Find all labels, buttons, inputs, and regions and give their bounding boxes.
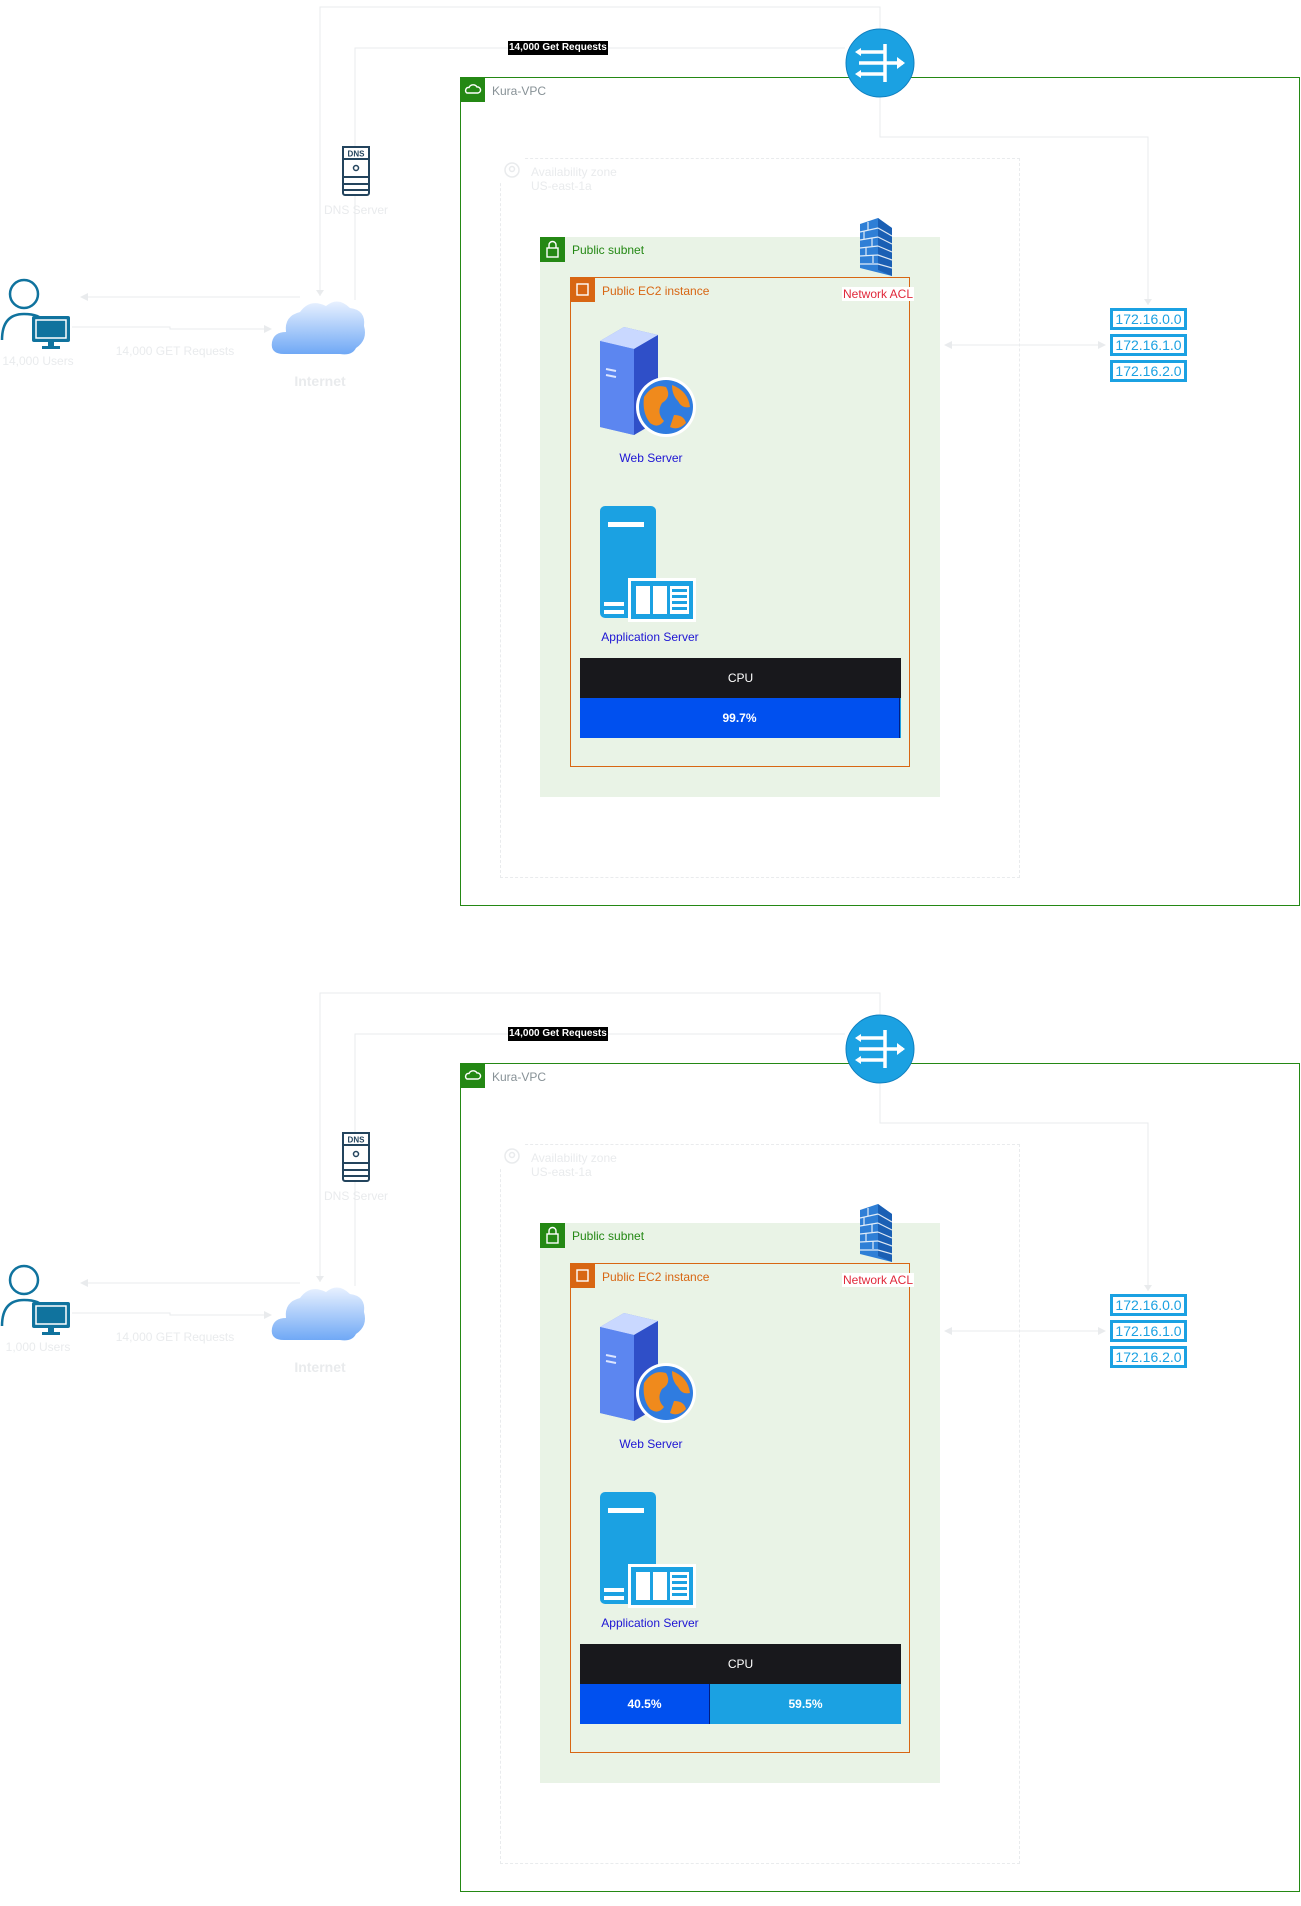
users-label: 14,000 Users: [2, 354, 74, 368]
cpu-used-segment: 40.5%: [580, 1684, 710, 1724]
architecture-diagram-high-load: Kura-VPC Availability zone US-east-1a Pu…: [0, 0, 1301, 920]
dns-server-label: DNS Server: [323, 203, 388, 217]
ip-block: 172.16.0.0: [1110, 308, 1187, 330]
ip-block: 172.16.2.0: [1110, 1346, 1187, 1368]
cpu-free-segment: 0.3%: [900, 698, 901, 738]
vpc-label: Kura-VPC: [492, 84, 547, 98]
dns-server-icon: DNS: [342, 1132, 370, 1182]
availability-zone-region: US-east-1a: [531, 179, 592, 193]
web-server-label: Web Server: [619, 451, 683, 465]
availability-zone-icon: [500, 158, 524, 182]
user-computer-icon: [0, 1264, 72, 1336]
application-server-icon: [598, 1492, 702, 1612]
dns-server-label: DNS Server: [323, 1189, 388, 1203]
svg-text:DNS: DNS: [348, 150, 366, 159]
svg-text:DNS: DNS: [348, 1136, 366, 1145]
availability-zone-boundary: [500, 158, 1020, 878]
ec2-instance: [570, 1263, 910, 1753]
availability-zone-label: Availability zone: [531, 1151, 617, 1165]
internet-cloud-icon: [270, 296, 368, 358]
request-count-tag: 14,000 Get Requests: [508, 41, 608, 55]
ip-block: 172.16.0.0: [1110, 1294, 1187, 1316]
get-requests-label: 14,000 GET Requests: [115, 344, 235, 358]
network-acl-label: Network ACL: [842, 1273, 915, 1287]
web-server-label: Web Server: [619, 1437, 683, 1451]
cpu-free-segment: 59.5%: [710, 1684, 901, 1724]
ec2-instance: [570, 277, 910, 767]
subnet-lock-icon: [540, 1223, 565, 1248]
cpu-usage-bar: 40.5% 59.5%: [580, 1684, 901, 1724]
internet-label: Internet: [294, 1359, 346, 1375]
cpu-header: CPU: [580, 1644, 901, 1684]
cpu-header: CPU: [580, 658, 901, 698]
ip-block: 172.16.1.0: [1110, 334, 1187, 356]
subnet-lock-icon: [540, 237, 565, 262]
nat-gateway-icon: [845, 1014, 915, 1084]
ec2-label: Public EC2 instance: [602, 284, 710, 298]
web-server-icon: [598, 1303, 702, 1427]
ec2-chip-icon: [570, 277, 595, 302]
firewall-icon: [858, 1204, 894, 1264]
internet-label: Internet: [294, 373, 346, 389]
ip-block: 172.16.2.0: [1110, 360, 1187, 382]
vpc-cloud-icon: [460, 1063, 485, 1088]
users-label: 1,000 Users: [5, 1340, 71, 1354]
availability-zone-icon: [500, 1144, 524, 1168]
user-computer-icon: [0, 278, 72, 350]
ec2-chip-icon: [570, 1263, 595, 1288]
architecture-diagram-balanced-load: Kura-VPC Availability zone US-east-1a Pu…: [0, 986, 1301, 1906]
network-acl-label: Network ACL: [842, 287, 915, 301]
application-server-label: Application Server: [601, 1616, 699, 1630]
availability-zone-label: Availability zone: [531, 165, 617, 179]
vpc-cloud-icon: [460, 77, 485, 102]
internet-cloud-icon: [270, 1282, 368, 1344]
availability-zone-boundary: [500, 1144, 1020, 1864]
ec2-label: Public EC2 instance: [602, 1270, 710, 1284]
availability-zone-region: US-east-1a: [531, 1165, 592, 1179]
firewall-icon: [858, 218, 894, 278]
ip-block: 172.16.1.0: [1110, 1320, 1187, 1342]
nat-gateway-icon: [845, 28, 915, 98]
cpu-used-segment: 99.7%: [580, 698, 900, 738]
application-server-label: Application Server: [601, 630, 699, 644]
dns-server-icon: DNS: [342, 146, 370, 196]
web-server-icon: [598, 317, 702, 441]
subnet-label: Public subnet: [572, 243, 645, 257]
subnet-label: Public subnet: [572, 1229, 645, 1243]
application-server-icon: [598, 506, 702, 626]
vpc-label: Kura-VPC: [492, 1070, 547, 1084]
request-count-tag: 14,000 Get Requests: [508, 1027, 608, 1041]
get-requests-label: 14,000 GET Requests: [115, 1330, 235, 1344]
cpu-usage-bar: 99.7% 0.3%: [580, 698, 901, 738]
